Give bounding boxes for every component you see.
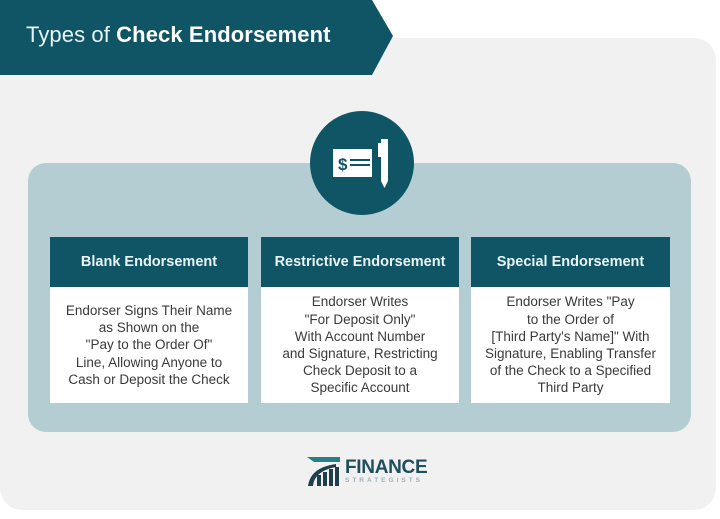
title-prefix: Types of — [26, 22, 117, 47]
logo-mark-icon — [307, 457, 340, 486]
description-line: of the Check to a Specified — [489, 363, 652, 379]
svg-text:$: $ — [338, 155, 348, 174]
description-line: "For Deposit Only" — [304, 311, 416, 327]
description-line: "Pay to the Order Of" — [85, 337, 213, 353]
description-line: Endorser Writes — [311, 294, 409, 310]
description-line: and Signature, Restricting — [282, 346, 438, 361]
description-line: Endorser Writes "Pay — [506, 294, 635, 310]
card-description: Endorser Signs Their Name as Shown on th… — [50, 287, 248, 403]
description-line: Check Deposit to a — [302, 363, 418, 379]
description-line: With Account Number — [294, 328, 426, 344]
icon-circle: $ — [310, 111, 414, 215]
logo-sub-text: STRATEGISTS — [345, 477, 424, 484]
logo-main-text: FINANCE — [345, 457, 428, 478]
card-title: Special Endorsement — [471, 237, 670, 287]
description-line: as Shown on the — [98, 320, 200, 336]
description-line: Line, Allowing Anyone to — [75, 354, 223, 370]
card-title: Restrictive Endorsement — [261, 237, 459, 287]
description-line: [Third Party's Name]" With — [491, 328, 650, 344]
card-restrictive-endorsement: Restrictive Endorsement Endorser Writes … — [261, 237, 459, 403]
description-line: Specific Account — [310, 380, 410, 396]
description-line: Third Party — [537, 380, 604, 396]
description-line: to the Order of — [526, 311, 615, 327]
description-line: Signature, Enabling Transfer — [484, 346, 657, 361]
title-banner: Types of Check Endorsement — [0, 0, 393, 75]
description-line: Endorser Signs Their Name — [65, 302, 233, 318]
card-title: Blank Endorsement — [50, 237, 248, 287]
description-line: Cash or Deposit the Check — [68, 371, 230, 387]
card-description: Endorser Writes "For Deposit Only" With … — [261, 287, 459, 403]
page-title: Types of Check Endorsement — [26, 22, 331, 48]
check-and-pen-icon: $ — [333, 139, 388, 188]
card-description: Endorser Writes "Pay to the Order of [Th… — [471, 287, 670, 403]
card-blank-endorsement: Blank Endorsement Endorser Signs Their N… — [50, 237, 248, 403]
card-special-endorsement: Special Endorsement Endorser Writes "Pay… — [471, 237, 670, 403]
title-bold: Check Endorsement — [116, 22, 331, 47]
finance-strategists-logo: FINANCE STRATEGISTS — [306, 455, 428, 487]
